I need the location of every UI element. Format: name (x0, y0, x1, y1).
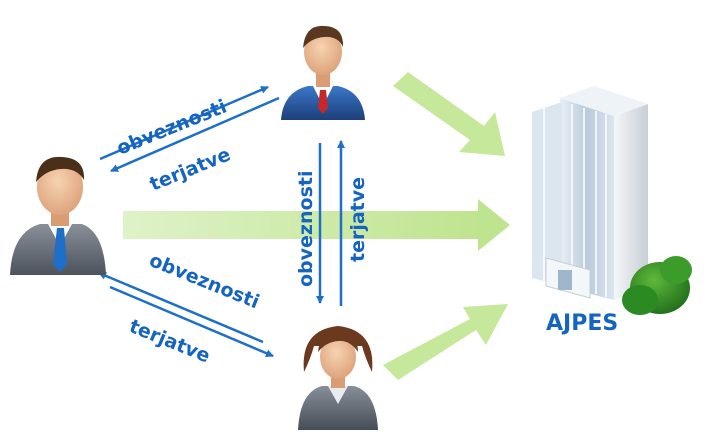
label-claims-upper: terjatve (147, 143, 234, 195)
arrow-bottom-to-left (98, 271, 264, 344)
ajpes-label: AJPES (546, 311, 618, 336)
businesswoman-bottom-icon (298, 326, 378, 430)
flow-arrow-bottom-to-ajpes (383, 304, 508, 380)
label-obligations-lower: obveznosti (146, 249, 262, 313)
flow-arrow-top-to-ajpes (393, 72, 505, 156)
businessman-top-icon (281, 25, 365, 120)
arrow-top-to-left (110, 96, 280, 173)
businessman-left-icon (10, 156, 106, 275)
bush-icon (622, 256, 692, 315)
arrow-left-to-bottom (109, 285, 274, 358)
arrow-left-to-top (99, 85, 269, 161)
ajpes-building-icon (532, 86, 648, 300)
flow-arrow-left-to-ajpes (123, 199, 510, 251)
label-obligations-vertical: obveznosti (295, 171, 317, 287)
label-claims-vertical: terjatve (347, 177, 369, 262)
label-claims-lower: terjatve (126, 315, 213, 367)
